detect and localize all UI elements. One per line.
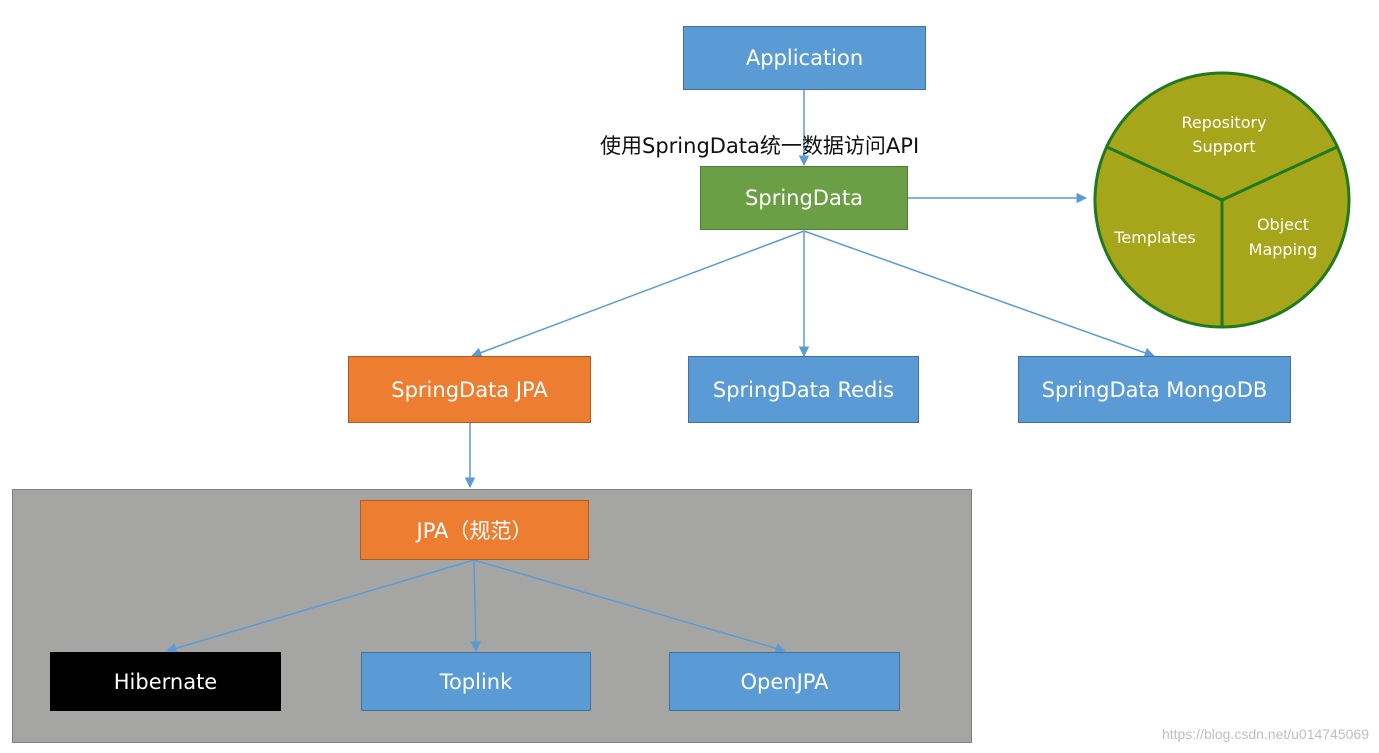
pie-divider-left (1106, 145, 1223, 202)
edge-spec-toplink (470, 559, 482, 653)
edge-spec-openjpa (473, 559, 787, 654)
node-toplink: Toplink (361, 652, 591, 711)
edge-spec-hibernate (165, 559, 475, 654)
node-application: Application (683, 26, 926, 90)
pie-label-repository-1: Repository (1181, 113, 1266, 132)
pie-label-object-2: Mapping (1249, 240, 1318, 259)
node-springdata: SpringData (700, 166, 908, 230)
pie-divider-right (1221, 145, 1338, 202)
edge-label-unified-api: 使用SpringData统一数据访问API (600, 134, 920, 158)
edge-springdata-mongodb (803, 230, 1155, 358)
node-openjpa: OpenJPA (669, 652, 900, 711)
watermark: https://blog.csdn.net/u014745069 (1161, 726, 1369, 742)
edge-springdata-jpa (471, 230, 805, 358)
node-springdata-redis: SpringData Redis (688, 356, 919, 423)
pie-label-templates: Templates (1113, 228, 1195, 247)
springdata-features-pie: Repository Support Templates Object Mapp… (1093, 71, 1351, 329)
pie-label-object-1: Object (1257, 215, 1309, 234)
node-springdata-jpa: SpringData JPA (348, 356, 591, 423)
pie-label-repository-2: Support (1192, 137, 1255, 156)
node-springdata-mongodb: SpringData MongoDB (1018, 356, 1291, 423)
node-jpa-spec: JPA（规范） (360, 500, 589, 560)
node-hibernate: Hibernate (50, 652, 281, 711)
